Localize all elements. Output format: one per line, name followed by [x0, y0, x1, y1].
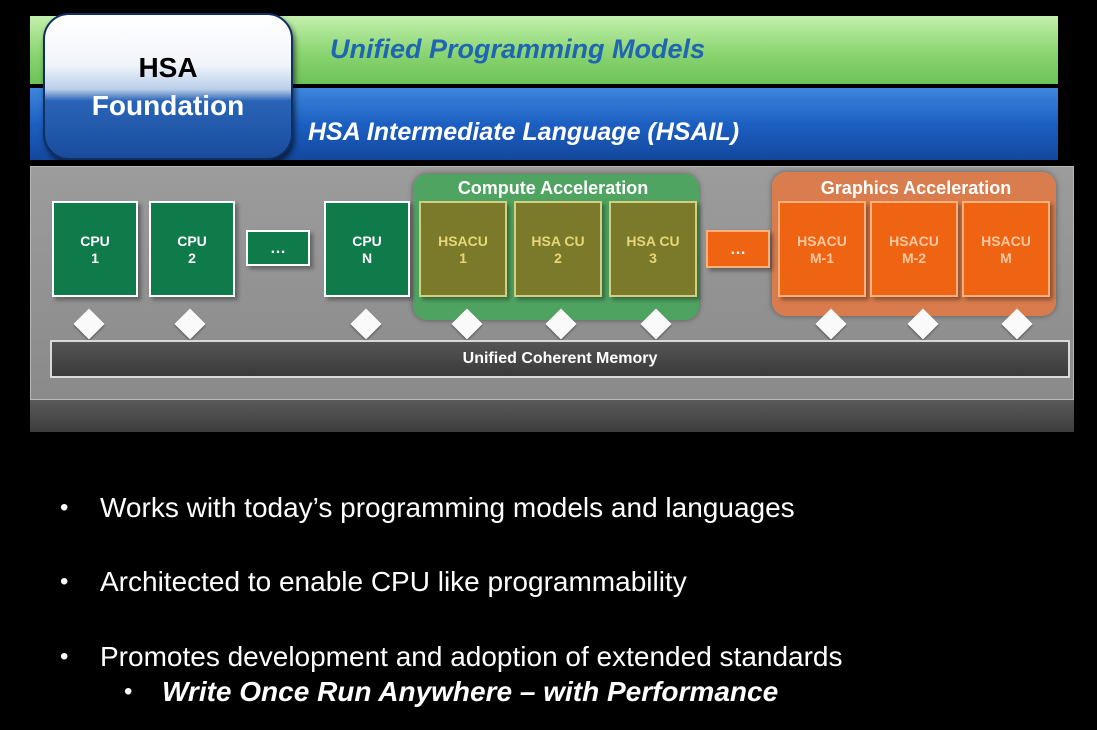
bullet-icon: •: [60, 643, 69, 670]
ellipsis-label: …: [270, 240, 286, 257]
compute-acceleration-title: Compute Acceleration: [457, 178, 649, 198]
hsa-badge-line2: Foundation: [91, 90, 245, 121]
memory-label: Unified Coherent Memory: [462, 350, 658, 367]
gpu-compute-unit: HSACU M-1: [778, 201, 866, 297]
ellipsis-label: …: [730, 241, 746, 258]
unit-index: M-1: [809, 250, 835, 266]
unit-label: HSACU: [889, 233, 939, 249]
hsa-badge-line1: HSA: [138, 52, 198, 83]
unit-label: HSA CU: [531, 233, 585, 249]
graphics-acceleration-title: Graphics Acceleration: [820, 178, 1012, 198]
unit-index: M: [1000, 250, 1012, 266]
unit-index: N: [361, 250, 373, 266]
hsa-compute-unit: HSA CU 2: [514, 201, 602, 297]
unit-label: CPU: [177, 233, 207, 249]
sub-bullet-item: Write Once Run Anywhere – with Performan…: [162, 676, 779, 707]
unit-label: HSA CU: [626, 233, 680, 249]
hsa-compute-unit: HSACU 1: [419, 201, 507, 297]
hsail-label: HSA Intermediate Language (HSAIL): [308, 118, 740, 146]
unit-label: CPU: [80, 233, 110, 249]
unit-index: 2: [188, 250, 196, 266]
bullet-item: Architected to enable CPU like programma…: [100, 566, 687, 597]
ellipsis-unit: …: [706, 230, 770, 268]
cpu-unit: CPU N: [324, 201, 410, 297]
bullet-icon: •: [60, 494, 69, 521]
unit-index: 1: [459, 250, 467, 266]
gpu-compute-unit: HSACU M-2: [870, 201, 958, 297]
unified-coherent-memory: [50, 340, 1070, 378]
bullet-item: Promotes development and adoption of ext…: [100, 641, 843, 672]
hsa-foundation-badge: [43, 13, 293, 160]
unit-label: HSACU: [981, 233, 1031, 249]
unit-index: 2: [554, 250, 562, 266]
unit-label: HSACU: [438, 233, 488, 249]
bullet-icon: •: [60, 568, 69, 595]
hardware-platform-base: [30, 400, 1074, 432]
cpu-unit: CPU 2: [149, 201, 235, 297]
cpu-unit: CPU 1: [52, 201, 138, 297]
unit-label: CPU: [352, 233, 382, 249]
ellipsis-unit: …: [246, 230, 310, 266]
gpu-compute-unit: HSACU M: [962, 201, 1050, 297]
bullet-item: Works with today’s programming models an…: [100, 492, 795, 523]
hsa-compute-unit: HSA CU 3: [609, 201, 697, 297]
unit-index: M-2: [901, 250, 927, 266]
sub-bullet-icon: •: [124, 678, 133, 705]
unit-label: HSACU: [797, 233, 847, 249]
unit-index: 3: [649, 250, 657, 266]
unit-index: 1: [91, 250, 99, 266]
programming-models-label: Unified Programming Models: [330, 34, 706, 64]
